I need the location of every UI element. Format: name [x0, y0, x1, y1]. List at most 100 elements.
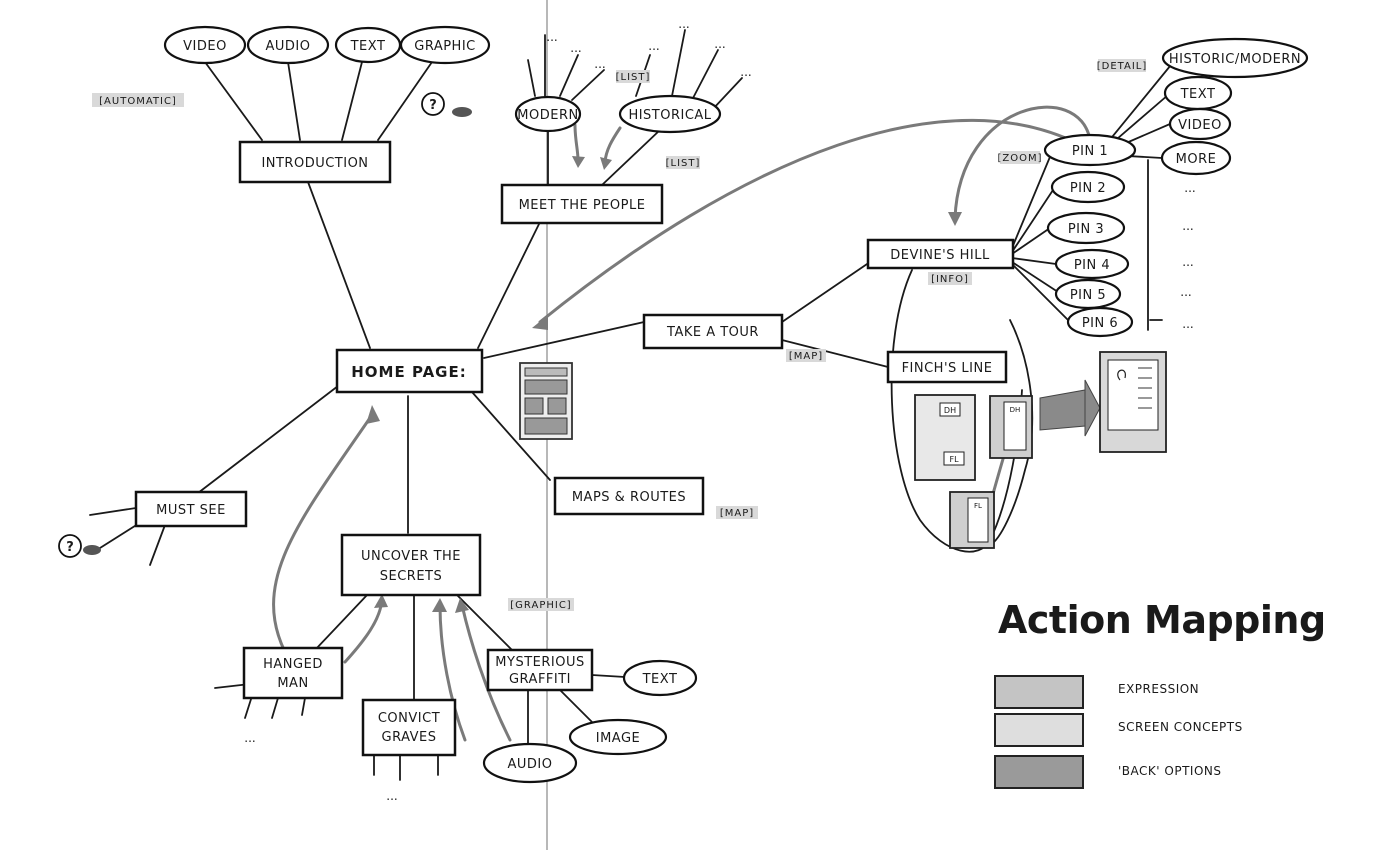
- oval-pin1: [1043, 133, 1137, 167]
- svg-text:PIN 6: PIN 6: [1082, 316, 1118, 331]
- oval-pin4: [1054, 248, 1130, 280]
- legend-label-expression: EXPRESSION: [1118, 682, 1199, 696]
- oval-g-image: [568, 718, 668, 756]
- legend-swatch-back-options: [994, 755, 1084, 789]
- svg-text:MAN: MAN: [277, 676, 308, 691]
- graffiti-ovals: TEXT IMAGE AUDIO: [482, 659, 698, 784]
- svg-text:HOME PAGE:: HOME PAGE:: [351, 363, 466, 381]
- svg-text:TEXT: TEXT: [350, 39, 386, 54]
- legend-swatch-screen-concepts: [994, 713, 1084, 747]
- svg-text:TAKE A TOUR: TAKE A TOUR: [666, 325, 759, 340]
- pin-ovals: PIN 1 PIN 2 PIN 3 PIN 4 PIN 5 PIN 6: [1043, 133, 1137, 338]
- node-finchs-line: FINCH'S LINE: [886, 350, 1008, 384]
- node-devines-hill: DEVINE'S HILL: [866, 238, 1015, 270]
- oval-audio: [246, 25, 330, 65]
- svg-text:[GRAPHIC]: [GRAPHIC]: [510, 600, 571, 611]
- svg-text:MYSTERIOUS: MYSTERIOUS: [495, 655, 584, 670]
- svg-text:VIDEO: VIDEO: [183, 39, 227, 54]
- svg-text:INTRODUCTION: INTRODUCTION: [261, 156, 368, 171]
- node-must-see: MUST SEE: [134, 490, 248, 528]
- node-take-a-tour: TAKE A TOUR: [642, 313, 784, 350]
- svg-text:PIN 4: PIN 4: [1074, 258, 1110, 273]
- svg-text:PIN 2: PIN 2: [1070, 181, 1106, 196]
- ellipsis-marks: ... ... ... ... ... ... ... ... ... ... …: [244, 17, 1195, 803]
- svg-text:[MAP]: [MAP]: [720, 508, 754, 519]
- oval-pin3: [1046, 211, 1126, 245]
- svg-text:...: ...: [1182, 219, 1193, 233]
- legend-label-back-options: 'BACK' OPTIONS: [1118, 764, 1221, 778]
- svg-text:[MAP]: [MAP]: [789, 351, 823, 362]
- svg-text:UNCOVER THE: UNCOVER THE: [361, 549, 461, 564]
- svg-text:HANGED: HANGED: [263, 657, 323, 672]
- svg-text:AUDIO: AUDIO: [508, 757, 553, 772]
- svg-text:FL: FL: [974, 502, 982, 510]
- oval-more: [1160, 140, 1232, 176]
- svg-text:PIN 3: PIN 3: [1068, 222, 1104, 237]
- tag-labels: [AUTOMATIC] [LIST] [LIST] [DETAIL] [ZOOM…: [92, 59, 1148, 611]
- svg-text:DH: DH: [1010, 406, 1021, 414]
- svg-text:...: ...: [386, 789, 397, 803]
- svg-text:...: ...: [1182, 317, 1193, 331]
- question-shadow-1: [452, 107, 472, 117]
- svg-text:[LIST]: [LIST]: [666, 158, 701, 169]
- svg-text:MUST SEE: MUST SEE: [156, 503, 226, 518]
- svg-text:...: ...: [244, 731, 255, 745]
- svg-text:...: ...: [570, 41, 581, 55]
- svg-text:AUDIO: AUDIO: [266, 39, 311, 54]
- diagram-title: Action Mapping: [998, 598, 1326, 642]
- node-introduction: INTRODUCTION: [238, 140, 392, 184]
- oval-historic-modern: [1161, 37, 1309, 79]
- node-hanged-man: HANGED MAN: [242, 646, 344, 700]
- svg-text:...: ...: [1180, 285, 1191, 299]
- meet-people-ovals: MODERN HISTORICAL: [514, 94, 722, 134]
- pin1-detail-ovals: HISTORIC/MODERN TEXT VIDEO MORE: [1160, 37, 1309, 176]
- svg-text:...: ...: [1182, 255, 1193, 269]
- svg-text:...: ...: [648, 39, 659, 53]
- svg-text:?: ?: [66, 540, 74, 555]
- legend-label-screen-concepts: SCREEN CONCEPTS: [1118, 720, 1243, 734]
- oval-graphic: [399, 25, 491, 65]
- oval-pin2: [1050, 170, 1126, 204]
- svg-text:GRAFFITI: GRAFFITI: [509, 672, 571, 687]
- intro-media-ovals: VIDEO AUDIO TEXT GRAPHIC: [163, 25, 491, 65]
- oval-g-text: [622, 659, 698, 697]
- svg-text:CONVICT: CONVICT: [378, 711, 440, 726]
- screen-concepts: DH FL DH FL: [914, 351, 1167, 549]
- node-uncover-the-secrets: UNCOVER THE SECRETS: [340, 533, 482, 597]
- svg-text:...: ...: [714, 37, 725, 51]
- svg-text:FINCH'S LINE: FINCH'S LINE: [902, 361, 993, 376]
- node-homepage: HOME PAGE:: [335, 348, 484, 394]
- svg-text:HISTORIC/MODERN: HISTORIC/MODERN: [1169, 52, 1301, 67]
- question-shadow-2: [83, 545, 101, 555]
- oval-pin-video: [1168, 107, 1232, 141]
- node-maps-routes: MAPS & ROUTES: [553, 476, 705, 516]
- svg-text:DEVINE'S HILL: DEVINE'S HILL: [890, 248, 990, 263]
- svg-text:...: ...: [594, 57, 605, 71]
- svg-text:MAPS & ROUTES: MAPS & ROUTES: [572, 490, 686, 505]
- svg-text:...: ...: [546, 30, 557, 44]
- svg-text:FL: FL: [949, 455, 959, 464]
- svg-text:...: ...: [678, 17, 689, 31]
- svg-text:VIDEO: VIDEO: [1178, 118, 1222, 133]
- svg-text:PIN 1: PIN 1: [1072, 144, 1108, 159]
- oval-video: [163, 25, 247, 65]
- node-mysterious-graffiti: MYSTERIOUS GRAFFITI: [486, 648, 594, 692]
- svg-text:[LIST]: [LIST]: [616, 72, 651, 83]
- svg-text:PIN 5: PIN 5: [1070, 288, 1106, 303]
- legend-swatch-expression: [994, 675, 1084, 709]
- back-arrows: [272, 105, 1101, 742]
- question-icon-2: [58, 534, 82, 558]
- svg-text:GRAPHIC: GRAPHIC: [414, 39, 476, 54]
- oval-modern: [514, 95, 582, 133]
- node-convict-graves: CONVICT GRAVES: [361, 698, 457, 757]
- svg-text:DH: DH: [944, 406, 956, 415]
- svg-text:MEET THE PEOPLE: MEET THE PEOPLE: [519, 198, 646, 213]
- svg-text:...: ...: [740, 65, 751, 79]
- svg-text:[INFO]: [INFO]: [931, 274, 969, 285]
- svg-text:[ZOOM]: [ZOOM]: [997, 153, 1042, 164]
- svg-text:SECRETS: SECRETS: [380, 569, 442, 584]
- oval-pin6: [1066, 306, 1134, 338]
- svg-text:HISTORICAL: HISTORICAL: [628, 108, 711, 123]
- svg-text:[DETAIL]: [DETAIL]: [1097, 61, 1148, 72]
